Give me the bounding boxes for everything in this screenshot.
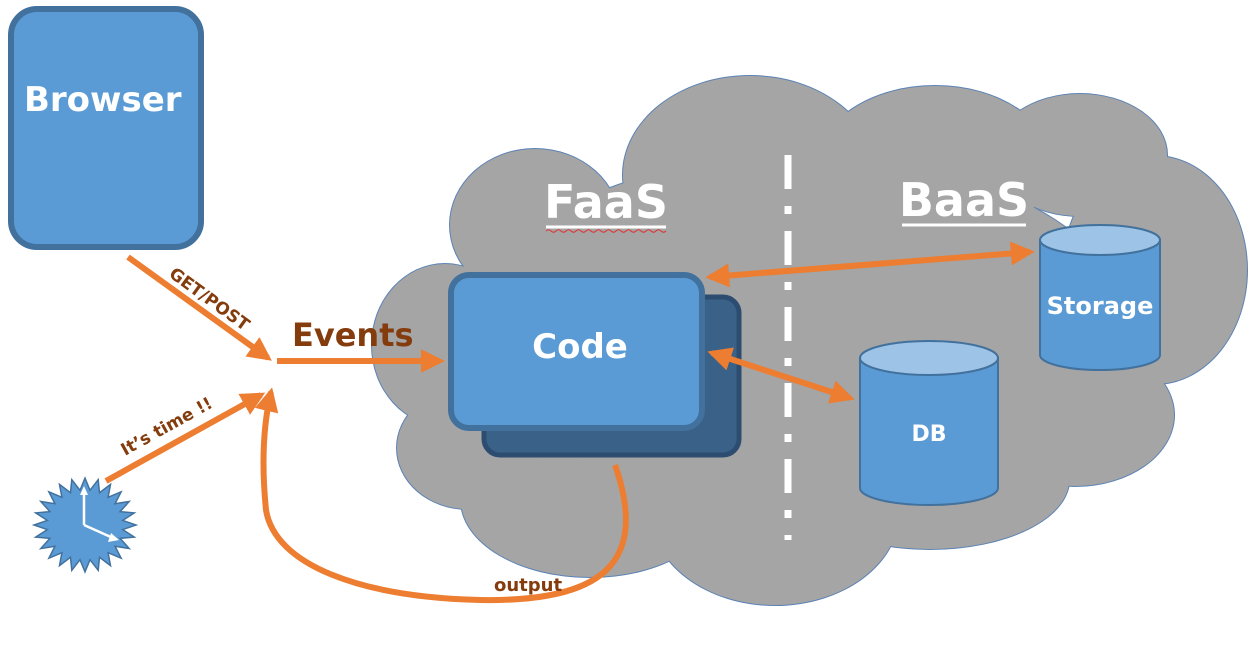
clock-starburst-icon bbox=[31, 476, 139, 574]
baas-title: BaaS bbox=[899, 173, 1029, 227]
storage-label: Storage bbox=[1047, 292, 1154, 320]
code-box-front bbox=[448, 272, 705, 431]
output-arrow bbox=[254, 387, 629, 604]
code-db-arrow bbox=[707, 347, 855, 404]
browser-box: Browser bbox=[8, 6, 204, 250]
code-label: Code bbox=[532, 327, 628, 367]
faas-spellcheck-squiggle bbox=[545, 229, 667, 233]
storage-cylinder: Storage bbox=[1039, 224, 1161, 371]
get-post-arrow bbox=[126, 254, 272, 361]
code-storage-arrow bbox=[705, 241, 1035, 288]
arrows bbox=[104, 241, 1035, 604]
browser-label: Browser bbox=[24, 80, 182, 120]
cloud bbox=[371, 75, 1248, 606]
db-cylinder: DB bbox=[859, 340, 999, 506]
faas-title: FaaS bbox=[544, 175, 668, 229]
events-label: Events bbox=[292, 316, 414, 354]
db-label: DB bbox=[911, 422, 946, 447]
code-box: Code bbox=[448, 272, 742, 458]
output-label: output bbox=[494, 575, 562, 596]
get-post-label: GET/POST bbox=[165, 264, 253, 336]
its-time-arrow bbox=[104, 392, 266, 484]
